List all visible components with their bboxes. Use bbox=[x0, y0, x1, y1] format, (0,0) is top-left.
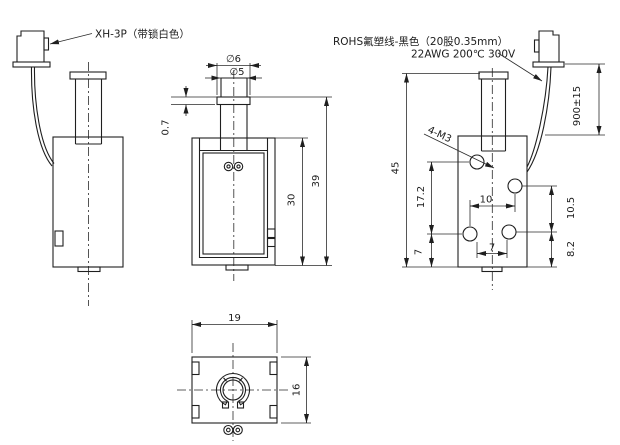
terminal-pin bbox=[223, 424, 234, 436]
corner-slot bbox=[269, 361, 278, 376]
connector-body bbox=[538, 30, 560, 63]
connector-base bbox=[12, 61, 51, 68]
view-bottom bbox=[177, 343, 290, 441]
terminal-pin-core bbox=[235, 427, 241, 433]
label-connector: XH-3P（带锁白色） bbox=[95, 28, 190, 41]
plunger-shaft bbox=[74, 79, 103, 145]
terminal-pin-core bbox=[225, 427, 231, 433]
coil-bobbin bbox=[198, 138, 269, 259]
bottom-tab bbox=[481, 266, 503, 273]
dim-width: 19 bbox=[228, 313, 241, 324]
dim-overall-height: 45 bbox=[391, 162, 402, 175]
mounting-hole bbox=[469, 154, 485, 170]
leader-wire-spec bbox=[497, 52, 543, 82]
plunger-cap bbox=[69, 71, 107, 80]
dim-hole-spacing-h: 10 bbox=[480, 195, 493, 206]
corner-slot bbox=[191, 361, 200, 376]
leader-connector bbox=[49, 33, 93, 45]
e-clip-hook bbox=[236, 401, 245, 409]
terminal-pin-core bbox=[226, 164, 231, 169]
plunger-cap bbox=[478, 71, 509, 80]
e-clip-notches bbox=[223, 377, 243, 382]
e-clip bbox=[216, 373, 250, 406]
wire bbox=[526, 66, 549, 168]
dim-plunger-outer-dia: ∅6 bbox=[226, 54, 241, 65]
dim-lead-length: 900±15 bbox=[572, 86, 583, 126]
mounting-hole bbox=[501, 224, 517, 240]
dim-right-hole-spacing: 10.5 bbox=[566, 197, 577, 219]
dim-depth: 16 bbox=[292, 384, 303, 397]
plunger-top bbox=[220, 77, 248, 97]
corner-slot bbox=[191, 404, 200, 419]
dim-coil-height: 30 bbox=[287, 194, 298, 207]
dim-lower-hole-spacing: 7 bbox=[489, 243, 495, 254]
dims-right: 45 17.2 7 10 7 10.5 8.2 900±15 4- bbox=[391, 63, 605, 268]
dim-hole-spacing-v: 17.2 bbox=[416, 186, 427, 208]
mounting-hole bbox=[462, 226, 478, 242]
dims-front: ∅6 ∅5 0.7 39 30 bbox=[161, 54, 332, 266]
wire bbox=[30, 66, 53, 167]
connector-latch bbox=[43, 37, 50, 51]
corner-slot bbox=[269, 404, 278, 419]
body-outline bbox=[191, 356, 278, 424]
plunger-shaft bbox=[219, 104, 248, 151]
bottom-tab bbox=[225, 264, 249, 271]
label-wire-spec-2: 22AWG 200℃ 300V bbox=[411, 49, 516, 61]
terminal-pin bbox=[223, 161, 234, 172]
terminal-pin bbox=[232, 424, 243, 436]
side-clip bbox=[266, 228, 276, 239]
coil-window bbox=[202, 152, 265, 255]
centerlines bbox=[177, 343, 290, 441]
dim-right-hole-bottom: 8.2 bbox=[566, 241, 577, 257]
dim-plunger-dia: ∅5 bbox=[229, 67, 244, 78]
plunger-groove-ring bbox=[216, 96, 251, 106]
plunger-shaft bbox=[480, 79, 507, 152]
label-thread-callout: 4-M3 bbox=[426, 125, 453, 146]
bottom-tab bbox=[77, 266, 101, 273]
connector-body bbox=[16, 30, 45, 63]
side-notch bbox=[54, 230, 64, 247]
view-front bbox=[191, 70, 276, 281]
connector-latch bbox=[533, 39, 540, 53]
dim-hole-bottom-offset: 7 bbox=[414, 249, 425, 255]
solenoid-body bbox=[52, 136, 124, 268]
view-left-side bbox=[12, 30, 124, 306]
terminal-pin-core bbox=[236, 164, 241, 169]
dims-bottom: 19 16 bbox=[191, 313, 311, 424]
label-wire-spec-1: ROHS氟塑线-黑色（20股0.35mm） bbox=[333, 35, 508, 48]
view-right-side bbox=[457, 30, 565, 290]
e-clip-hook bbox=[221, 401, 230, 409]
wire bbox=[33, 66, 55, 164]
dim-body-height: 39 bbox=[311, 175, 322, 188]
dim-groove-width: 0.7 bbox=[161, 120, 172, 136]
connector-base bbox=[532, 61, 565, 68]
wire bbox=[526, 66, 552, 173]
terminal-pin bbox=[233, 161, 244, 172]
leader-thread-callout bbox=[423, 133, 495, 169]
mounting-hole bbox=[507, 178, 523, 194]
callouts: XH-3P（带锁白色） ROHS氟塑线-黑色（20股0.35mm） 22AWG … bbox=[49, 28, 543, 82]
side-clip bbox=[266, 237, 276, 248]
plunger-hole bbox=[222, 379, 244, 401]
